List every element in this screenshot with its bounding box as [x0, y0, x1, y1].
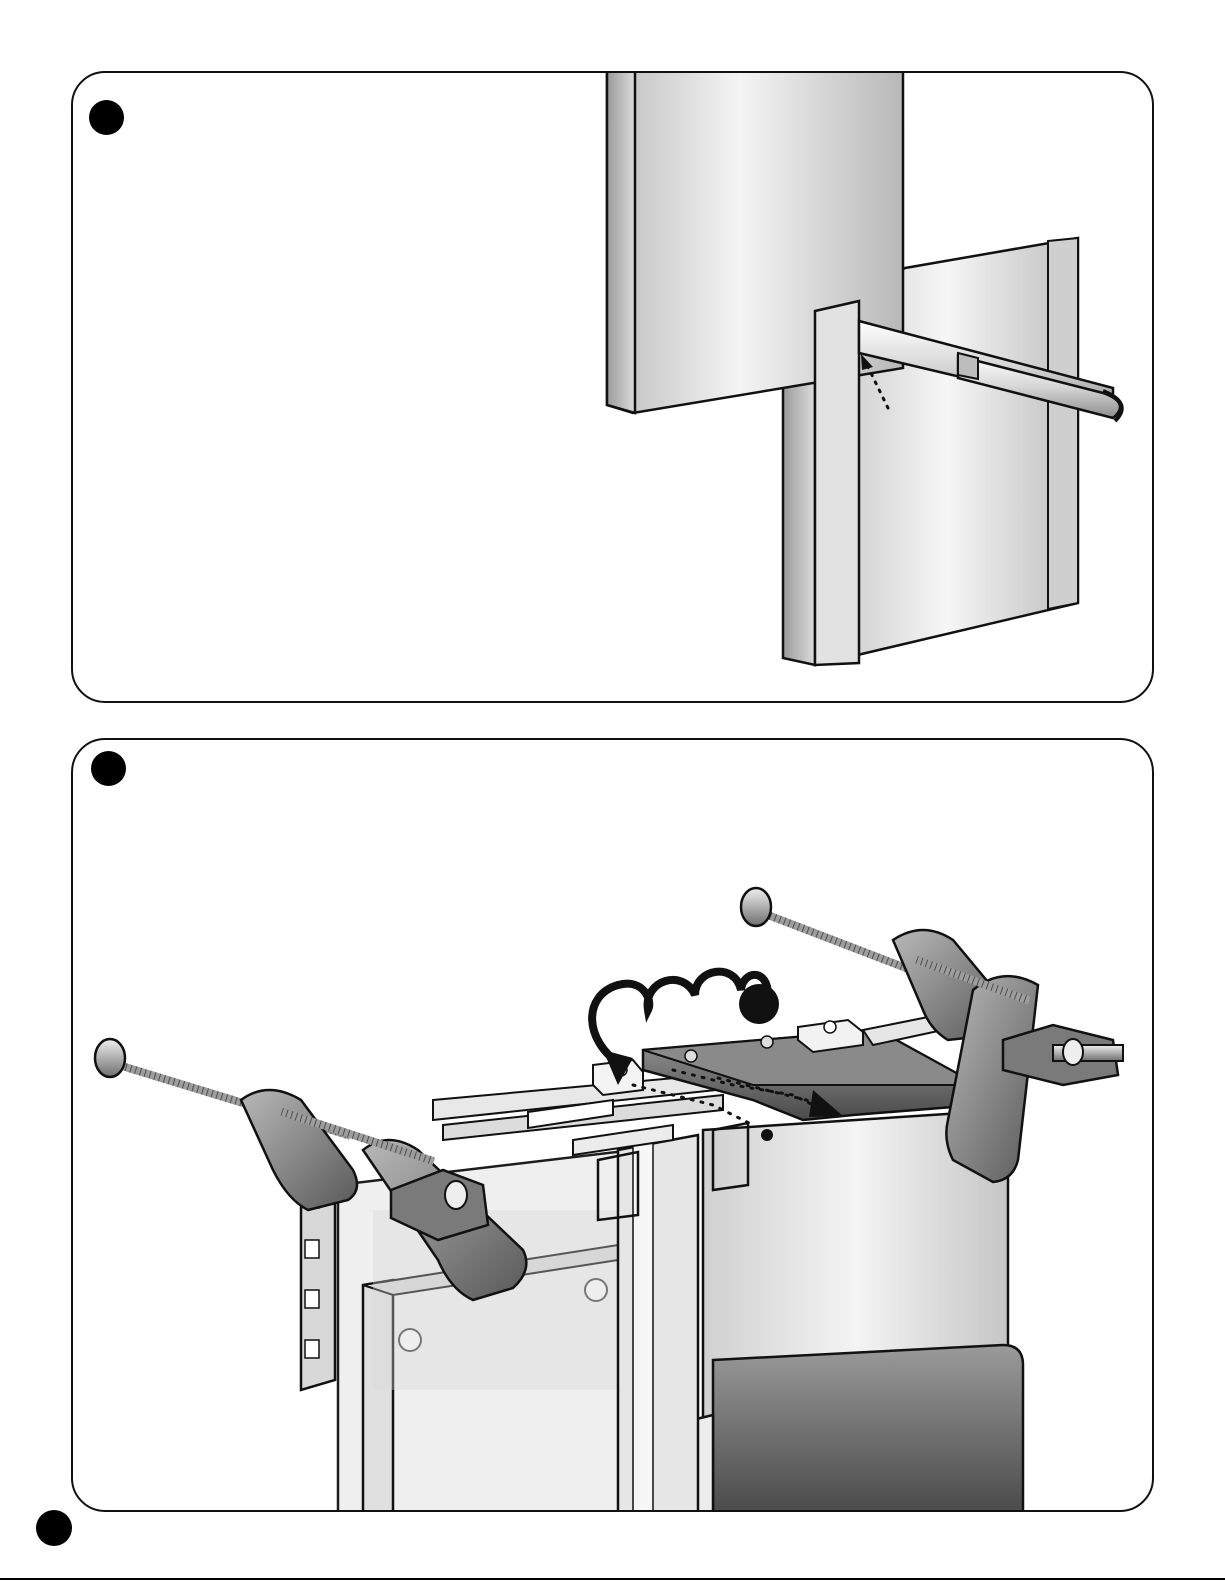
step-2-illustration — [73, 740, 1154, 1512]
step-panel-1 — [71, 71, 1154, 703]
step-1-illustration — [73, 73, 1154, 703]
footer-rule — [0, 1578, 1225, 1580]
step-panel-2 — [71, 738, 1154, 1512]
bracket-plate — [815, 301, 859, 665]
page-number-badge — [36, 1510, 72, 1546]
housing-right — [651, 1110, 1023, 1512]
